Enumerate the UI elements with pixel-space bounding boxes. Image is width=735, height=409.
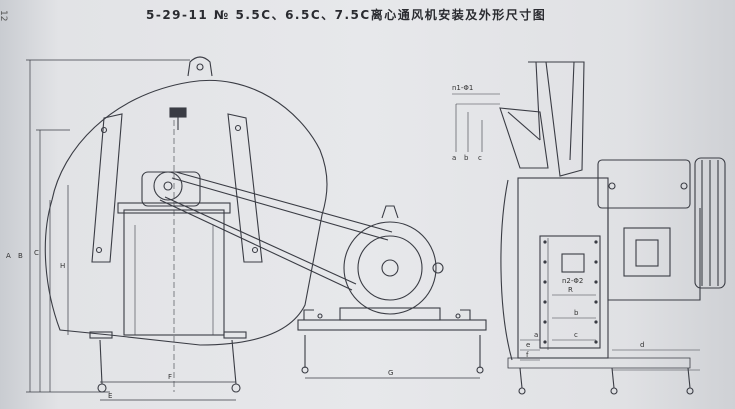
- side-pulley: [694, 157, 726, 289]
- v-belt-top: [175, 171, 393, 233]
- v-belt-bottom: [159, 199, 353, 291]
- label-n1-phi1: n1-Φ1: [452, 84, 473, 92]
- label-side-c: c: [574, 331, 578, 339]
- lifting-lug: [187, 56, 213, 77]
- front-view: A B C H F E G: [6, 56, 487, 401]
- label-d: d: [640, 341, 644, 349]
- fan-casing: [44, 79, 328, 346]
- motor: [339, 205, 444, 321]
- front-horizontal-dimensions: [100, 377, 480, 401]
- right-support-bracket: [227, 113, 263, 263]
- label-e: e: [526, 341, 530, 349]
- label-f: f: [526, 351, 529, 359]
- label-R: R: [568, 286, 573, 294]
- bearing-box-side: [597, 159, 691, 209]
- outlet-duct: [528, 61, 585, 177]
- dim-label-F: F: [168, 373, 172, 381]
- dim-label-A: A: [6, 252, 11, 260]
- nameplate: [169, 107, 187, 118]
- motor-base: [297, 319, 487, 331]
- label-n2-phi2: n2-Φ2: [562, 277, 583, 285]
- fan-housing-side: [517, 177, 609, 359]
- label-c: c: [478, 154, 482, 162]
- side-dimensions: [452, 93, 700, 371]
- dim-label-B: B: [18, 252, 23, 260]
- label-side-b: b: [574, 309, 579, 317]
- label-side-a: a: [534, 331, 538, 339]
- dim-label-C: C: [34, 249, 39, 257]
- page-title: 5-29-11 № 5.5C、6.5C、7.5C离心通风机安装及外形尺寸图: [146, 8, 547, 22]
- side-view: n1-Φ1 a b c R n2-Φ2 b c a e f d: [452, 61, 726, 395]
- dim-label-H: H: [60, 262, 65, 270]
- label-a: a: [452, 154, 456, 162]
- front-vertical-dimensions: [26, 59, 190, 393]
- inlet-flange: [539, 235, 601, 349]
- dim-label-E: E: [108, 392, 112, 400]
- dim-label-G: G: [388, 369, 393, 377]
- left-support-bracket: [91, 113, 123, 263]
- fan-pulley: [153, 171, 183, 201]
- label-b: b: [464, 154, 469, 162]
